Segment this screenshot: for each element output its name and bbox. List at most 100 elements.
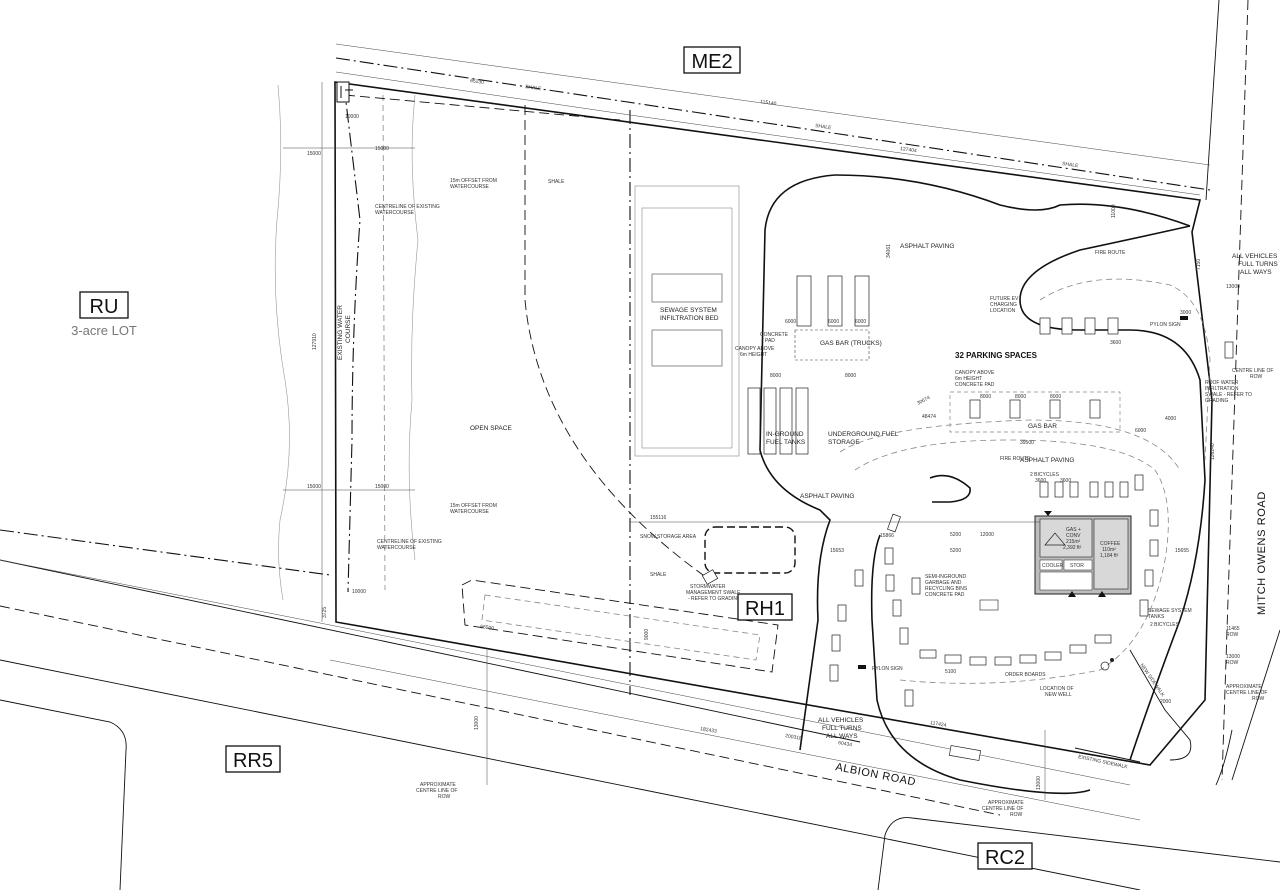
- garbage-label-2: GARBAGE AND: [925, 580, 962, 586]
- concrete-pad-label-1: CONCRETE: [760, 332, 789, 338]
- dim-15653: 15653: [830, 548, 844, 554]
- centreline-label-2b: WATERCOURSE: [377, 545, 417, 551]
- sewage-label-2: INFILTRATION BED: [660, 315, 719, 322]
- dim-39500: 39500: [1020, 440, 1034, 446]
- albion-row-lower-edge: [0, 659, 1141, 890]
- offset-label-2a: 15m OFFSET FROM: [450, 503, 497, 509]
- shale-label-1: SHALE: [525, 84, 543, 92]
- full-turns-2b: FULL TURNS: [822, 725, 862, 732]
- dim-3600-a: 3600: [1035, 478, 1046, 484]
- ev-label-1: FUTURE EV: [990, 296, 1019, 302]
- paved-island: [929, 474, 971, 503]
- paved-west-edge: [759, 174, 836, 751]
- dim-66500: 66500: [480, 624, 495, 632]
- cooler-room: [1039, 559, 1063, 571]
- top-dimensions: 65230 115140 127404 SHALE SHALE SHALE: [335, 43, 1211, 196]
- stormwater-label-3: - REFER TO GRADING: [688, 596, 741, 602]
- offset-line: [408, 94, 419, 561]
- zone-rc2-label: RC2: [985, 847, 1025, 869]
- centre-row-r1: CENTRE LINE OF: [1232, 368, 1273, 374]
- fire-route-outer: [839, 419, 1181, 471]
- dim-6000: 6000: [1135, 428, 1146, 434]
- open-space-label: OPEN SPACE: [470, 425, 512, 432]
- dim-11465: 11465: [1226, 626, 1240, 632]
- approx-r2: CENTRE LINE OF: [1226, 690, 1267, 696]
- parking-north-building: [1039, 474, 1144, 498]
- dim-48474: 48474: [922, 414, 936, 420]
- zone-rh1-label: RH1: [745, 598, 785, 620]
- zone-me2: ME2: [683, 46, 741, 74]
- stormwater-label-2: MANAGEMENT SWALE: [686, 590, 741, 596]
- approx-b1: APPROXIMATE: [988, 800, 1024, 806]
- dim-gb-b: 8000: [1015, 394, 1026, 400]
- coffee-label-2: 110m²: [1102, 547, 1116, 553]
- property-line: [334, 81, 1213, 766]
- dim-34061: 34061: [886, 244, 892, 258]
- shale-north: [344, 94, 621, 121]
- dim-5100: 5100: [945, 669, 956, 675]
- gas-conv-label-1: GAS +: [1066, 527, 1081, 533]
- swale-outlet: [701, 569, 719, 585]
- concrete-pad-label-2: PAD: [765, 338, 775, 344]
- shale-label-3: SHALE: [1062, 161, 1080, 169]
- shale-label-4: SHALE: [548, 179, 565, 185]
- sewage-bed-pipes-2: [651, 329, 723, 367]
- dim-9000: 9000: [644, 629, 650, 640]
- sewage-tanks-label-2: TANKS: [1148, 614, 1165, 620]
- canopy-label-1: CANOPY ABOVE: [735, 346, 775, 352]
- roof-label-2: INFILTRATION: [1205, 386, 1239, 392]
- gas-conv-room: [1039, 518, 1093, 558]
- rh1-building-inner: [481, 594, 761, 661]
- watercourse-centreline: [343, 84, 361, 593]
- dim-12000: 12000: [980, 532, 994, 538]
- mitch-owens-road-label: MITCH OWENS ROAD: [1256, 491, 1268, 615]
- dim-gb-c: 8000: [1050, 394, 1061, 400]
- well-marker-icon: [1110, 658, 1114, 662]
- dim-5200-a: 5200: [950, 532, 961, 538]
- dim-3000: 3000: [1180, 310, 1191, 316]
- dim-15866: 15866: [880, 533, 894, 539]
- rr5-parcel: [0, 699, 127, 890]
- approx-r3: ROW: [1252, 696, 1265, 702]
- ev-parking: [1039, 317, 1119, 335]
- roof-label-1: ROOF WATER: [1205, 380, 1239, 386]
- albion-pavement-edge: [329, 624, 1131, 786]
- centreline-label-2a: CENTRELINE OF EXISTING: [377, 539, 442, 545]
- ev-label-2: CHARGING: [990, 302, 1017, 308]
- sewage-label-1: SEWAGE SYSTEM: [660, 307, 717, 314]
- left-dimensions: 127910 15000 15000 15000 15000 10000 100…: [283, 82, 415, 622]
- dim-line-115140: [335, 43, 1211, 166]
- snow-storage-label: SNOW STORAGE AREA: [640, 534, 697, 540]
- approx-b3: ROW: [1010, 812, 1023, 818]
- centreline-label-1a: CENTRELINE OF EXISTING: [375, 204, 440, 210]
- approx-l3: ROW: [438, 794, 451, 800]
- dim-65230: 65230: [470, 78, 485, 86]
- dim-182433: 182433: [700, 726, 718, 735]
- zone-ru-sublabel: 3-acre LOT: [71, 323, 137, 338]
- stormwater-label-1: STORMWATER: [690, 584, 726, 590]
- stor-room: [1063, 559, 1093, 571]
- dim-127404: 127404: [900, 146, 918, 154]
- coffee-room: [1093, 518, 1129, 590]
- zone-ru: RU 3-acre LOT: [71, 291, 137, 338]
- mitch-owens-centre-line: [1221, 0, 1249, 781]
- garbage-label-4: CONCRETE PAD: [925, 592, 965, 598]
- coffee-label-1: COFFEE: [1100, 541, 1121, 547]
- approx-r1: APPROXIMATE: [1226, 684, 1262, 690]
- dim-line-65230: [335, 71, 631, 116]
- fuel-tanks: IN-GROUND FUEL TANKS UNDERGROUND FUEL ST…: [747, 387, 899, 455]
- mitch-owens-curve: [1215, 729, 1233, 786]
- asphalt-label-1: ASPHALT PAVING: [900, 243, 954, 250]
- shale-label-5: SHALE: [650, 572, 667, 578]
- watercourse-label-2: COURSE: [345, 315, 352, 343]
- home-icon: [1044, 532, 1066, 546]
- dim-15000-b: 15000: [375, 146, 389, 152]
- gas-bar-canopy: [949, 391, 1121, 433]
- ug-fuel-label-2: STORAGE: [828, 439, 860, 446]
- zone-ru-label: RU: [90, 296, 119, 318]
- albion-road: ALBION ROAD: [0, 559, 1141, 890]
- cooler-label: COOLER: [1042, 563, 1064, 569]
- dim-4000: 4000: [1165, 416, 1176, 422]
- canopy-label-2: 6m HEIGHT: [740, 352, 767, 358]
- albion-row-line-2: [0, 559, 331, 626]
